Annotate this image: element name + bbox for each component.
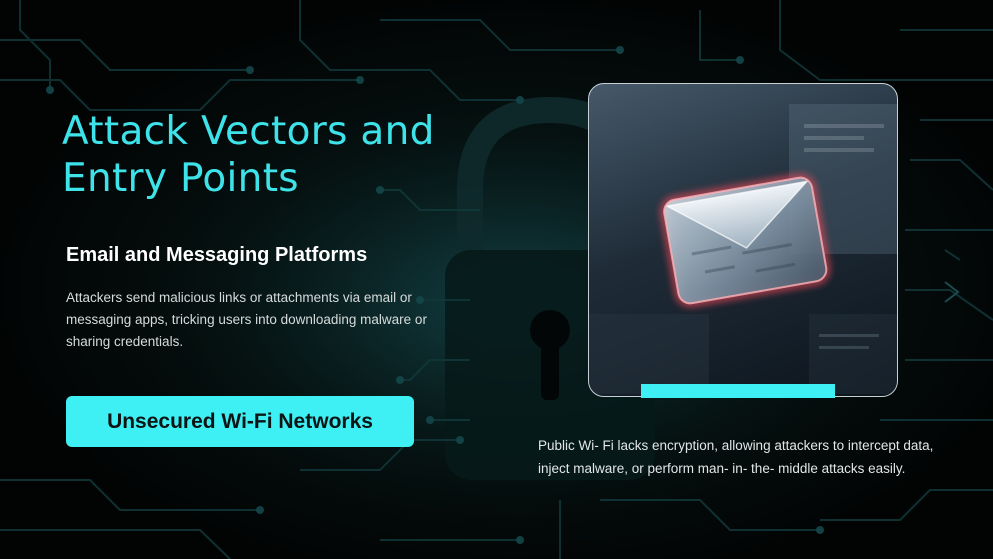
wifi-networks-button[interactable]: Unsecured Wi-Fi Networks: [66, 396, 414, 447]
accent-bar: [641, 384, 835, 398]
email-illustration: [588, 83, 898, 397]
wifi-description: Public Wi- Fi lacks encryption, allowing…: [538, 438, 934, 476]
slide-title: Attack Vectors and Entry Points: [62, 109, 435, 201]
section-heading: Email and Messaging Platforms: [66, 244, 368, 266]
section-description: Attackers send malicious links or attach…: [66, 290, 427, 349]
